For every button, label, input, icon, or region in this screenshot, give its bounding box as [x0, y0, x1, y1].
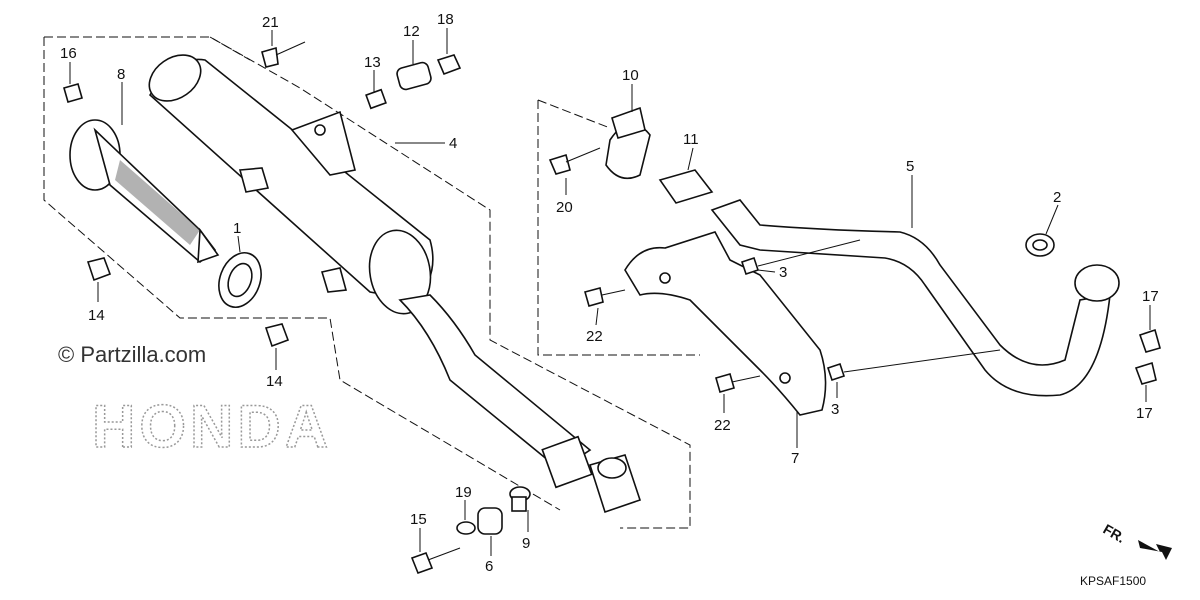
- joint-11: [658, 169, 714, 204]
- washer-19: [456, 521, 476, 535]
- nut-3b: [826, 362, 846, 382]
- muffler-clip: [238, 167, 270, 193]
- front-indicator: FR.: [1101, 521, 1172, 560]
- grommet-12: [396, 61, 432, 91]
- copyright-watermark: © Partzilla.com: [58, 342, 206, 367]
- bolt-22b: [715, 373, 761, 393]
- callout-10[interactable]: 10: [622, 67, 639, 84]
- callout-13[interactable]: 13: [364, 54, 381, 71]
- heat-guard-7: [624, 231, 827, 416]
- silencer-insert: [69, 119, 220, 264]
- leader-lines: [69, 28, 1151, 556]
- header-pipe-5: [710, 199, 1120, 397]
- diagram-code: KPSAF1500: [1080, 574, 1146, 588]
- callout-6[interactable]: 6: [485, 558, 493, 575]
- grommet-6: [477, 507, 503, 535]
- nut-3a: [740, 256, 760, 276]
- gasket-1: [218, 252, 262, 308]
- callouts: 21 12 18 16 8 13 4 10 11 5 20 2 1 3 14 2…: [60, 11, 1159, 575]
- callout-17a[interactable]: 17: [1142, 288, 1159, 305]
- callout-9[interactable]: 9: [522, 535, 530, 552]
- callout-21[interactable]: 21: [262, 14, 279, 31]
- callout-14b[interactable]: 14: [266, 373, 283, 390]
- bolt-22a: [584, 287, 626, 307]
- front-arrow-icon: [1138, 540, 1172, 560]
- callout-11[interactable]: 11: [683, 131, 699, 148]
- header-group-boundary: [537, 99, 700, 356]
- callout-12[interactable]: 12: [403, 23, 420, 40]
- bolt-15: [410, 547, 461, 575]
- callout-19[interactable]: 19: [455, 484, 472, 501]
- callout-17b[interactable]: 17: [1136, 405, 1153, 422]
- callout-22a[interactable]: 22: [586, 328, 603, 345]
- callout-1[interactable]: 1: [233, 220, 241, 237]
- nut-18: [436, 54, 462, 76]
- nut-14a: [86, 257, 112, 282]
- muffler-clip-2: [320, 267, 348, 293]
- callout-20[interactable]: 20: [556, 199, 573, 216]
- clamp-10: [605, 106, 651, 180]
- callout-18[interactable]: 18: [437, 11, 454, 28]
- callout-14a[interactable]: 14: [88, 307, 105, 324]
- gasket-2: [1025, 233, 1055, 257]
- collar-13: [365, 88, 387, 110]
- nut-17a: [1138, 328, 1161, 353]
- callout-2[interactable]: 2: [1053, 189, 1061, 206]
- bolt-16: [63, 83, 83, 103]
- callout-3a[interactable]: 3: [779, 264, 787, 281]
- callout-16[interactable]: 16: [60, 45, 77, 62]
- muffler-body: [148, 54, 642, 514]
- front-label: FR.: [1101, 521, 1129, 546]
- callout-22b[interactable]: 22: [714, 417, 731, 434]
- callout-4[interactable]: 4: [449, 135, 457, 152]
- muffler-group-boundary: [43, 36, 691, 529]
- collar-9: [509, 486, 531, 512]
- brand-watermark: HONDA: [92, 393, 332, 460]
- callout-5[interactable]: 5: [906, 158, 914, 175]
- callout-3b[interactable]: 3: [831, 401, 839, 418]
- nut-14b: [264, 323, 290, 348]
- nut-17b: [1134, 361, 1157, 385]
- callout-8[interactable]: 8: [117, 66, 125, 83]
- callout-15[interactable]: 15: [410, 511, 427, 528]
- bolt-21: [261, 41, 306, 68]
- callout-7[interactable]: 7: [791, 450, 799, 467]
- bolt-20: [548, 147, 601, 175]
